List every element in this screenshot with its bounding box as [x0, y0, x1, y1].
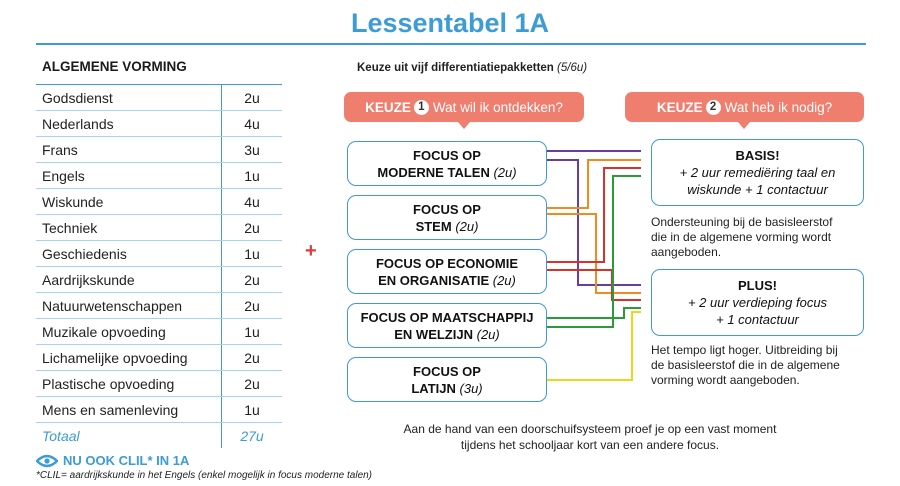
- focus-moderne-talen: FOCUS OP MODERNE TALEN (2u): [347, 141, 547, 186]
- plus-line1: + 2 uur verdieping focus: [687, 295, 828, 310]
- table-row: Natuurwetenschappen 2u: [36, 293, 282, 319]
- subject-name: Frans: [36, 137, 222, 162]
- subject-hours: 4u: [244, 115, 260, 132]
- choice-intro-text: Keuze uit vijf differentiatiepakketten: [357, 62, 554, 74]
- total-hours: 27u: [240, 427, 264, 444]
- table-row: Techniek 2u: [36, 215, 282, 241]
- basis-title: BASIS!: [735, 148, 780, 163]
- total-label: Totaal: [36, 423, 222, 448]
- subject-hours: 3u: [244, 141, 260, 158]
- focus-line2: MODERNE TALEN (2u): [377, 164, 517, 180]
- keuze1-pill: KEUZE 1 Wat wil ik ontdekken?: [344, 92, 584, 122]
- focus-line2: STEM (2u): [415, 218, 479, 234]
- table-row: Geschiedenis 1u: [36, 241, 282, 267]
- subject-hours: 1u: [244, 323, 260, 340]
- connector-latijn-plus: [547, 311, 641, 381]
- table-row: Engels 1u: [36, 163, 282, 189]
- bottom-note: Aan de hand van een doorschuifsysteem pr…: [403, 422, 777, 452]
- basis-line2: wiskunde + 1 contactuur: [687, 182, 828, 197]
- basis-description: Ondersteuning bij de basisleerstof die i…: [651, 215, 833, 259]
- basis-box: BASIS! + 2 uur remediëring taal en wisku…: [651, 139, 864, 206]
- focus-line2: EN ORGANISATIE (2u): [378, 272, 516, 288]
- subject-hours: 2u: [244, 375, 260, 392]
- table-row: Mens en samenleving 1u: [36, 397, 282, 423]
- table-row: Wiskunde 4u: [36, 189, 282, 215]
- subject-hours: 1u: [244, 245, 260, 262]
- table-row: Lichamelijke opvoeding 2u: [36, 345, 282, 371]
- connector-economie-basis: [547, 167, 641, 263]
- subject-hours: 1u: [244, 401, 260, 418]
- subject-hours: 2u: [244, 271, 260, 288]
- title-rule: [36, 43, 866, 45]
- focus-line1: FOCUS OP: [413, 363, 481, 379]
- general-heading: ALGEMENE VORMING: [42, 59, 187, 74]
- subject-name: Nederlands: [36, 111, 222, 136]
- subject-name: Wiskunde: [36, 189, 222, 214]
- focus-line2: EN WELZIJN (2u): [394, 326, 500, 342]
- plus-title: PLUS!: [738, 278, 777, 293]
- subject-name: Godsdienst: [36, 85, 222, 110]
- keuze1-word: KEUZE: [365, 99, 411, 115]
- focus-line1: FOCUS OP: [413, 201, 481, 217]
- page-title: Lessentabel 1A: [350, 8, 550, 38]
- keuze1-question: Wat wil ik ontdekken?: [432, 99, 563, 115]
- plus-description: Het tempo ligt hoger. Uitbreiding bij de…: [651, 343, 840, 387]
- subject-hours: 2u: [244, 349, 260, 366]
- keuze1-pointer: [458, 122, 470, 129]
- table-row: Godsdienst 2u: [36, 85, 282, 111]
- clil-label: NU OOK CLIL* IN 1A: [63, 453, 190, 468]
- focus-maatschappij: FOCUS OP MAATSCHAPPIJ EN WELZIJN (2u): [347, 303, 547, 348]
- connector-moderne-talen-plus: [547, 159, 641, 286]
- focus-line1: FOCUS OP: [413, 147, 481, 163]
- eye-icon: [36, 454, 58, 467]
- plus-sign: +: [305, 240, 317, 262]
- keuze2-pill: KEUZE 2 Wat heb ik nodig?: [625, 92, 864, 122]
- plus-line2: + 1 contactuur: [716, 312, 799, 327]
- plus-box: PLUS! + 2 uur verdieping focus + 1 conta…: [651, 269, 864, 336]
- subject-hours: 2u: [244, 89, 260, 106]
- subject-name: Lichamelijke opvoeding: [36, 345, 222, 370]
- connector-stem-plus: [547, 213, 641, 294]
- focus-stem: FOCUS OP STEM (2u): [347, 195, 547, 240]
- focus-economie: FOCUS OP ECONOMIE EN ORGANISATIE (2u): [347, 249, 547, 294]
- table-row: Frans 3u: [36, 137, 282, 163]
- focus-line1: FOCUS OP ECONOMIE: [375, 255, 519, 271]
- keuze2-question: Wat heb ik nodig?: [724, 99, 833, 115]
- connector-stem-basis: [547, 159, 641, 209]
- subject-name: Plastische opvoeding: [36, 371, 222, 396]
- table-row: Muzikale opvoeding 1u: [36, 319, 282, 345]
- subject-name: Engels: [36, 163, 222, 188]
- table-row: Nederlands 4u: [36, 111, 282, 137]
- keuze1-number: 1: [413, 99, 429, 115]
- subject-hours: 4u: [244, 193, 260, 210]
- connector-maatschappij-basis: [547, 175, 641, 328]
- subject-name: Natuurwetenschappen: [36, 293, 222, 318]
- basis-line1: + 2 uur remediëring taal en: [679, 165, 836, 180]
- table-row: Plastische opvoeding 2u: [36, 371, 282, 397]
- subject-name: Geschiedenis: [36, 241, 222, 266]
- keuze2-word: KEUZE: [656, 99, 703, 115]
- total-row: Totaal 27u: [36, 423, 282, 448]
- keuze2-pointer: [738, 122, 750, 129]
- keuze2-number: 2: [705, 99, 721, 115]
- hours-table: Godsdienst 2u Nederlands 4u Frans 3u Engels…: [36, 84, 282, 448]
- subject-hours: 2u: [244, 219, 260, 236]
- subject-hours: 1u: [244, 167, 260, 184]
- clil-footnote: *CLIL= aardrijkskunde in het Engels (enk…: [36, 470, 373, 481]
- focus-latijn: FOCUS OP LATIJN (3u): [347, 357, 547, 402]
- subject-name: Muzikale opvoeding: [36, 319, 222, 344]
- subject-name: Aardrijkskunde: [36, 267, 222, 292]
- subject-hours: 2u: [244, 297, 260, 314]
- focus-line1: FOCUS OP MAATSCHAPPIJ: [360, 309, 534, 325]
- choice-intro: Keuze uit vijf differentiatiepakketten (…: [357, 62, 587, 74]
- choice-intro-hours: (5/6u): [557, 62, 588, 74]
- connector-maatschappij-plus: [547, 307, 641, 319]
- clil-banner: NU OOK CLIL* IN 1A: [36, 453, 189, 468]
- table-row: Aardrijkskunde 2u: [36, 267, 282, 293]
- subject-name: Techniek: [36, 215, 222, 240]
- focus-line2: LATIJN (3u): [411, 380, 483, 396]
- subject-name: Mens en samenleving: [36, 397, 222, 422]
